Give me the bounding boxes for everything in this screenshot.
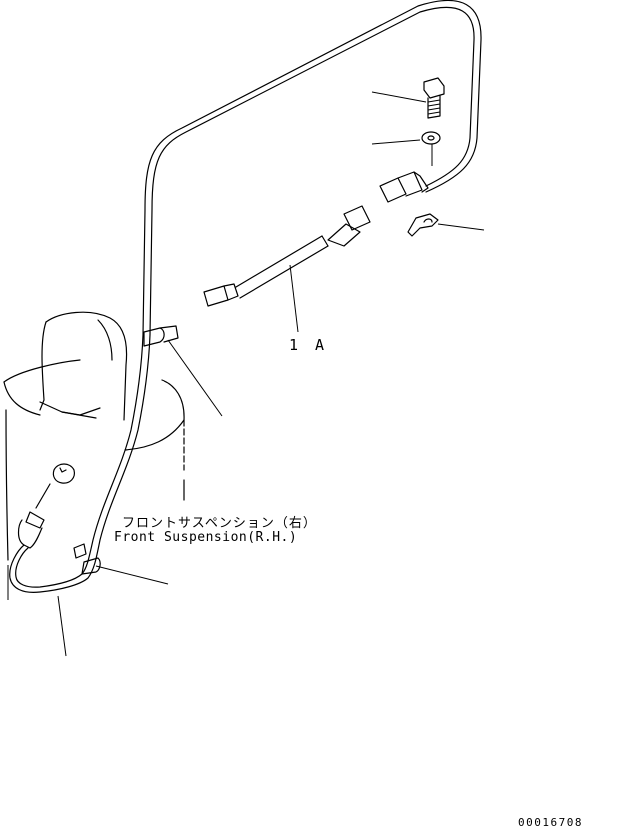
- cable-clamp-upper: [143, 325, 179, 347]
- washer: [421, 131, 441, 145]
- bolt: [423, 77, 445, 119]
- harness-cable: [9, 0, 482, 593]
- part-callout-1a: 1 A: [289, 336, 329, 354]
- drawing-number: 00016708: [518, 816, 583, 829]
- cable-clamp-lower: [73, 543, 101, 575]
- leader-lines: [57, 91, 485, 657]
- front-suspension-body: [3, 311, 185, 600]
- harness-connector: [379, 171, 429, 203]
- suspension-label-japanese: フロントサスペンション（右）: [122, 516, 317, 531]
- sensor: [17, 483, 51, 549]
- sub-harness-1a: [203, 205, 371, 307]
- suspension-label-english: Front Suspension(R.H.): [114, 530, 298, 545]
- mounting-bracket: [407, 213, 439, 237]
